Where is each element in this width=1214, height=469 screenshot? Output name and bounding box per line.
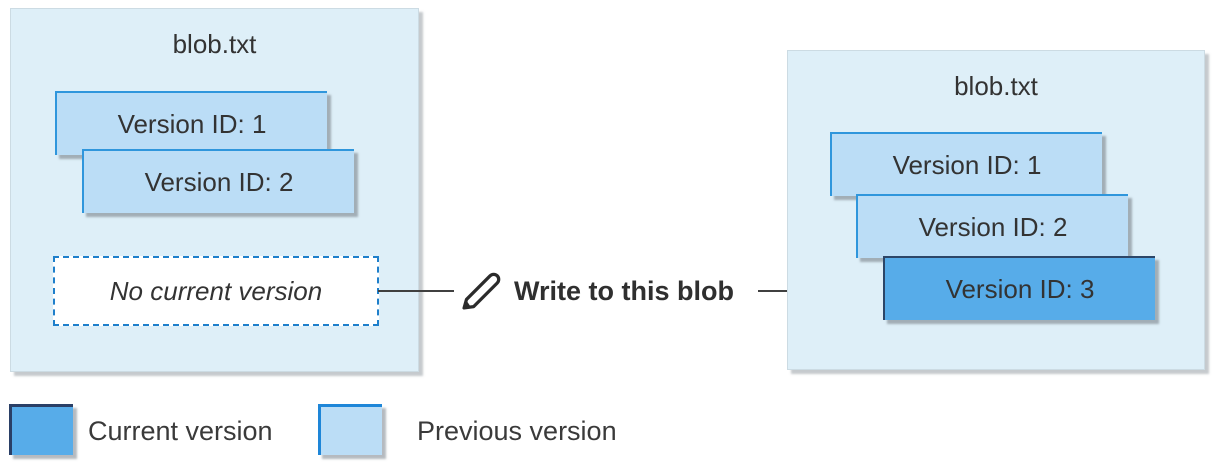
- legend-label-previous-version: Previous version: [417, 416, 617, 446]
- version-box-previous-1: Version ID: 1: [55, 91, 327, 155]
- version-box-previous-1: Version ID: 1: [830, 132, 1102, 196]
- legend-swatch-previous-version: [318, 404, 382, 455]
- blob-title: blob.txt: [172, 29, 257, 59]
- write-action-label: Write to this blob: [514, 276, 734, 306]
- pencil-icon: [462, 272, 501, 310]
- version-box-current: Version ID: 3: [883, 256, 1155, 320]
- blob-container-after: blob.txt Version ID: 1 Version ID: 2 Ver…: [787, 50, 1205, 370]
- version-label: Version ID: 3: [945, 273, 1095, 304]
- version-label: Version ID: 1: [117, 108, 267, 139]
- version-box-previous-2: Version ID: 2: [856, 194, 1128, 258]
- no-current-version-label: No current version: [109, 275, 323, 306]
- blob-title: blob.txt: [954, 71, 1038, 101]
- no-current-version-box: No current version: [53, 256, 379, 326]
- version-box-previous-2: Version ID: 2: [82, 149, 354, 213]
- legend-label-current-version: Current version: [88, 416, 273, 446]
- blob-container-before: blob.txt Version ID: 1 Version ID: 2 No …: [10, 8, 419, 372]
- version-label: Version ID: 2: [144, 166, 294, 197]
- connector-line-left: [378, 290, 454, 292]
- version-label: Version ID: 2: [918, 211, 1068, 242]
- version-label: Version ID: 1: [892, 149, 1042, 180]
- legend-swatch-current-version: [9, 404, 73, 455]
